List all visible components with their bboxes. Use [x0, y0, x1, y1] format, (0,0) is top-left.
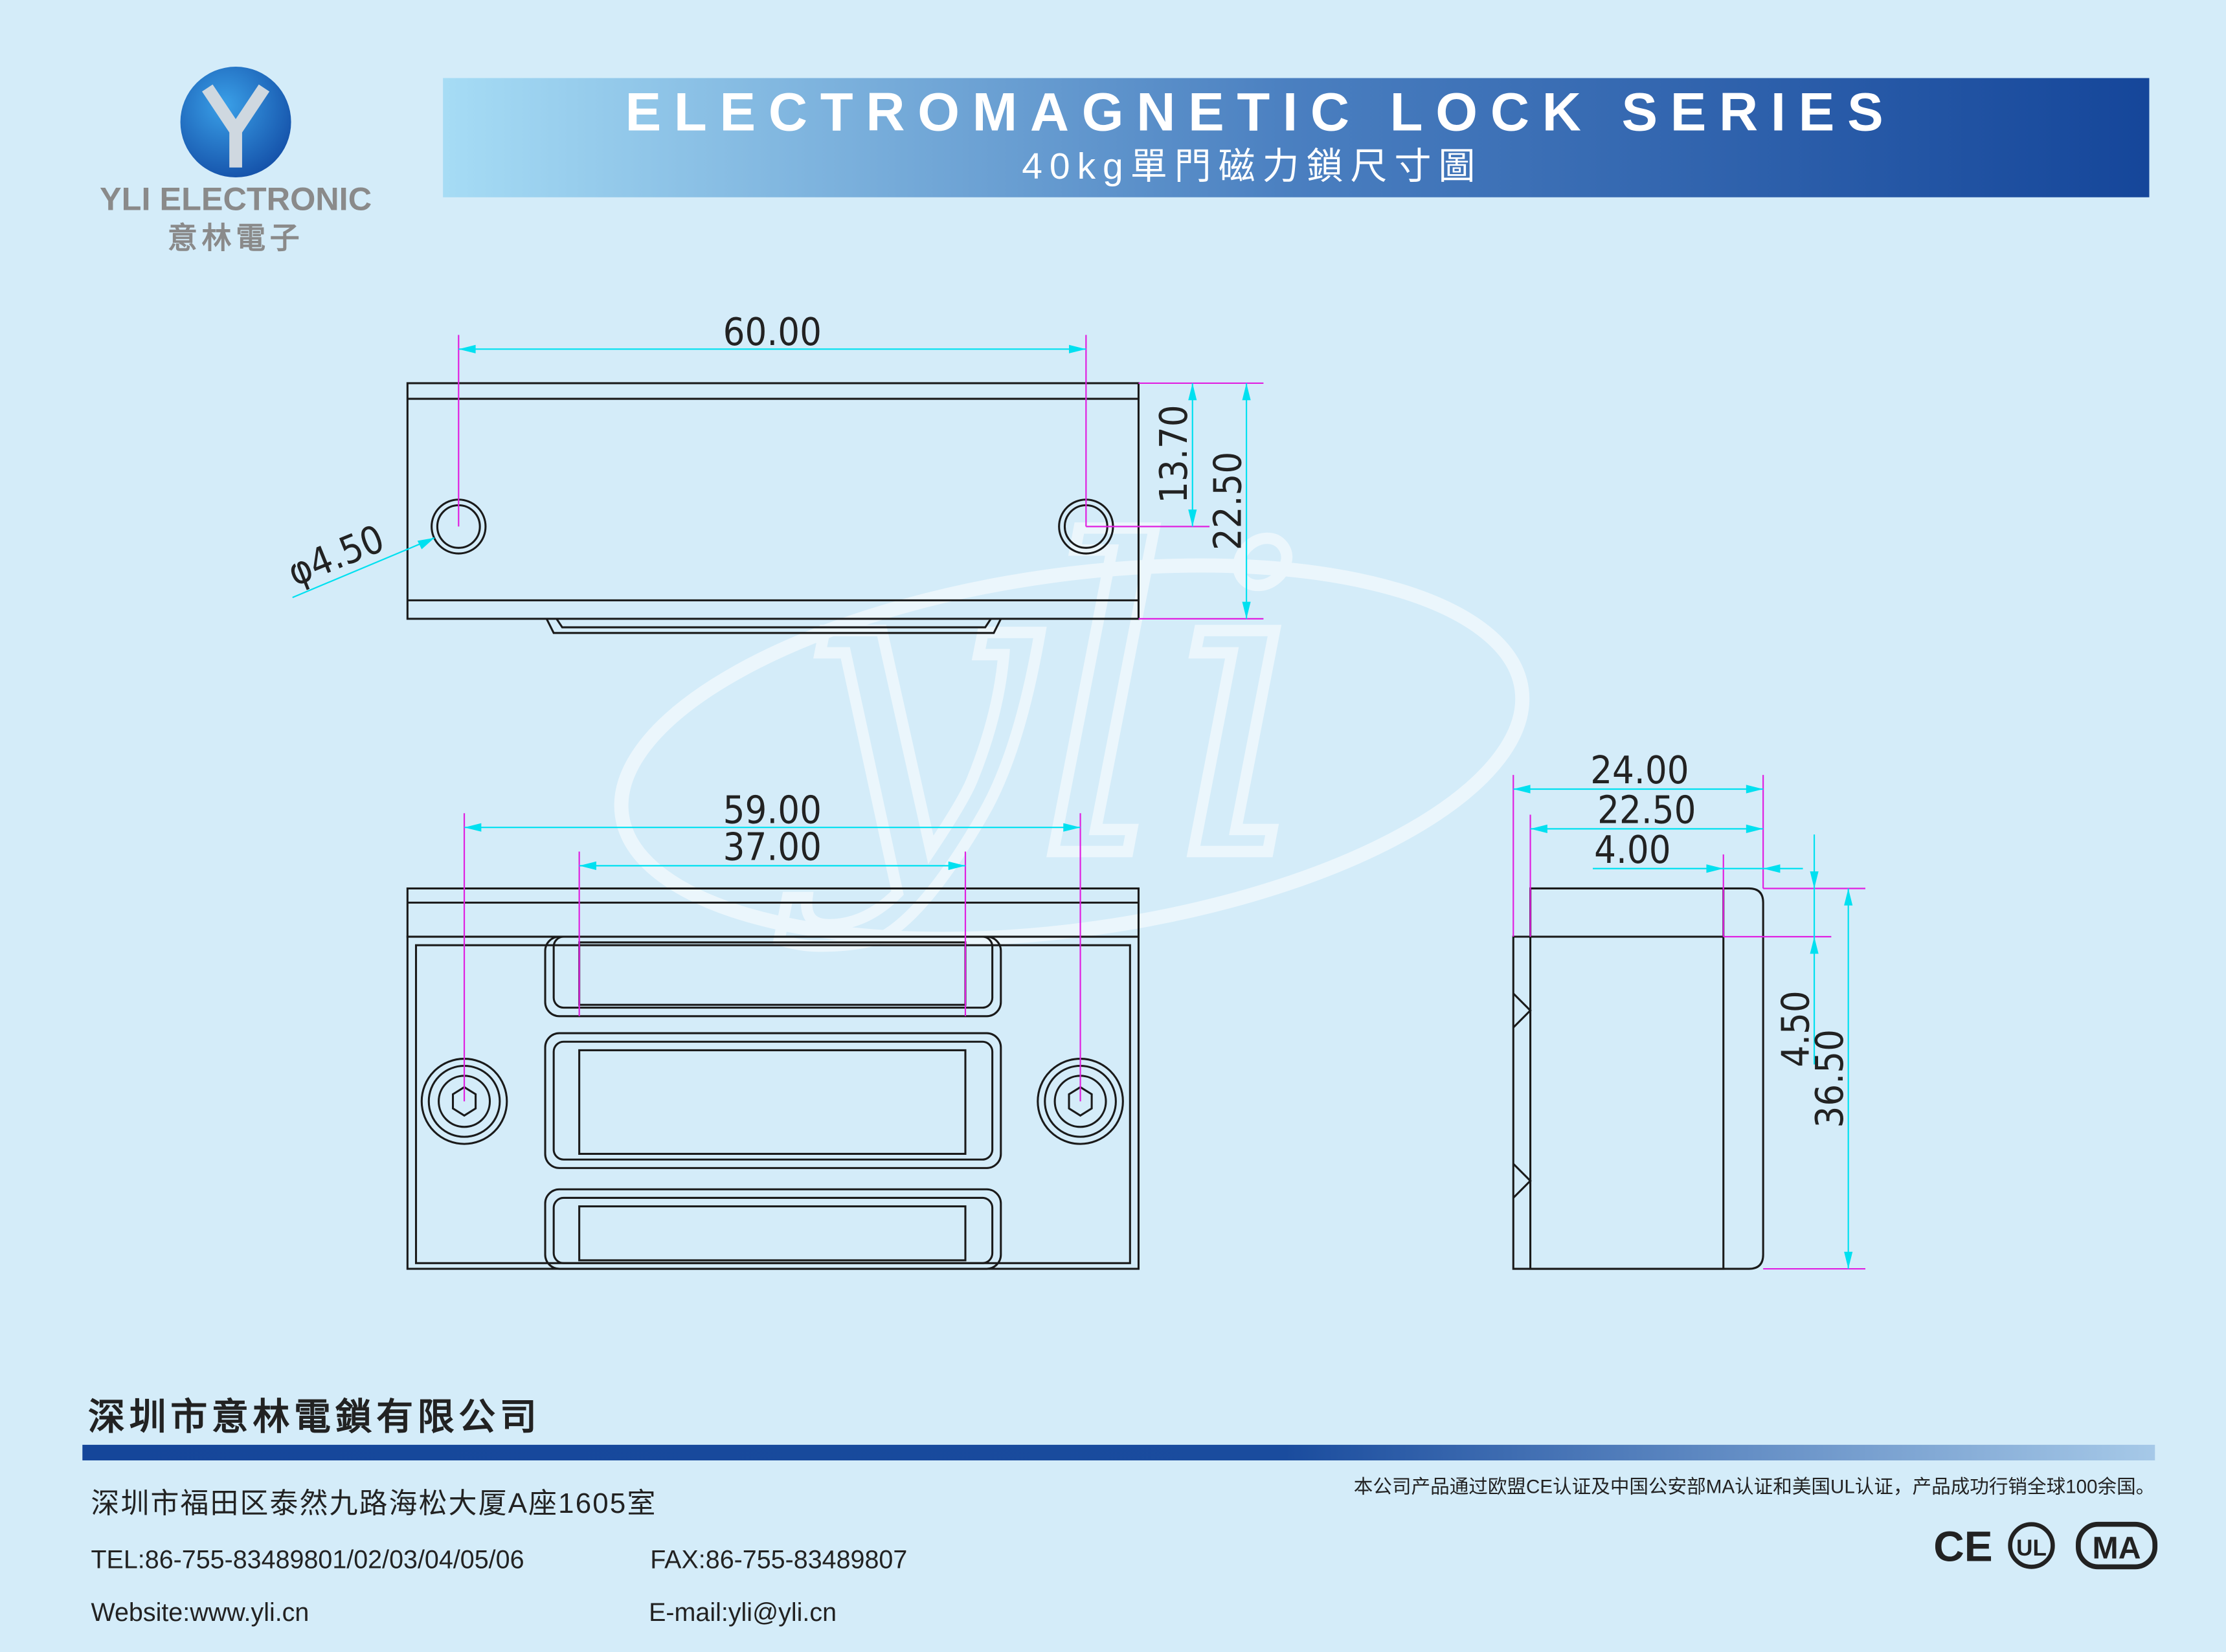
dim-top-depth: 22.50	[1205, 452, 1250, 550]
dim-front-slot-span: 37.00	[723, 825, 822, 869]
side-view: 24.00 22.50 4.00 4.50 36.50	[1512, 748, 1865, 1270]
logo-name: YLI ELECTRONIC	[100, 180, 372, 217]
dim-side-width: 24.00	[1590, 748, 1689, 792]
dim-side-plate: 4.50	[1773, 990, 1817, 1067]
ce-mark-icon: CE	[1933, 1523, 1992, 1570]
svg-text:yli: yli	[775, 456, 1308, 952]
logo-name-cn: 意林電子	[168, 221, 304, 255]
ul-mark-icon: UL	[2008, 1522, 2055, 1569]
company-name: 深圳市意林電鎖有限公司	[88, 1396, 541, 1438]
dim-top-width: 60.00	[723, 309, 822, 354]
header-banner: ELECTROMAGNETIC LOCK SERIES 40kg單門磁力鎖尺寸圖	[443, 78, 2150, 197]
page-subtitle: 40kg單門磁力鎖尺寸圖	[1022, 146, 1482, 187]
company-address: 深圳市福田区泰然九路海松大厦A座1605室	[91, 1488, 657, 1519]
front-view: 59.00 37.00	[406, 788, 1140, 1270]
company-logo: YLI ELECTRONIC 意林電子	[100, 67, 372, 255]
svg-text:UL: UL	[2016, 1535, 2047, 1561]
dim-side-height: 36.50	[1807, 1029, 1852, 1128]
email-link: E-mail:yli@yli.cn	[649, 1598, 837, 1627]
svg-text:MA: MA	[2093, 1530, 2141, 1565]
website-link: Website:www.yli.cn	[91, 1598, 309, 1627]
certification-note: 本公司产品通过欧盟CE认证及中国公安部MA认证和美国UL认证，产品成功行销全球1…	[1354, 1476, 2155, 1497]
ma-mark-icon: MA	[2076, 1521, 2158, 1570]
page-title: ELECTROMAGNETIC LOCK SERIES	[625, 82, 1896, 142]
footer: 深圳市意林電鎖有限公司 深圳市福田区泰然九路海松大厦A座1605室 TEL:86…	[82, 1396, 2158, 1627]
dim-side-lip: 4.00	[1594, 827, 1671, 872]
dim-hole-offset: 13.70	[1151, 405, 1196, 503]
top-view: 60.00 13.70 22.50 φ4.50	[281, 309, 1264, 634]
watermark: yli	[614, 451, 1530, 958]
telephone: TEL:86-755-83489801/02/03/04/05/06	[91, 1546, 524, 1574]
fax: FAX:86-755-83489807	[650, 1546, 907, 1574]
dim-side-body-width: 22.50	[1597, 788, 1696, 832]
dim-front-hole-span: 59.00	[723, 788, 822, 832]
